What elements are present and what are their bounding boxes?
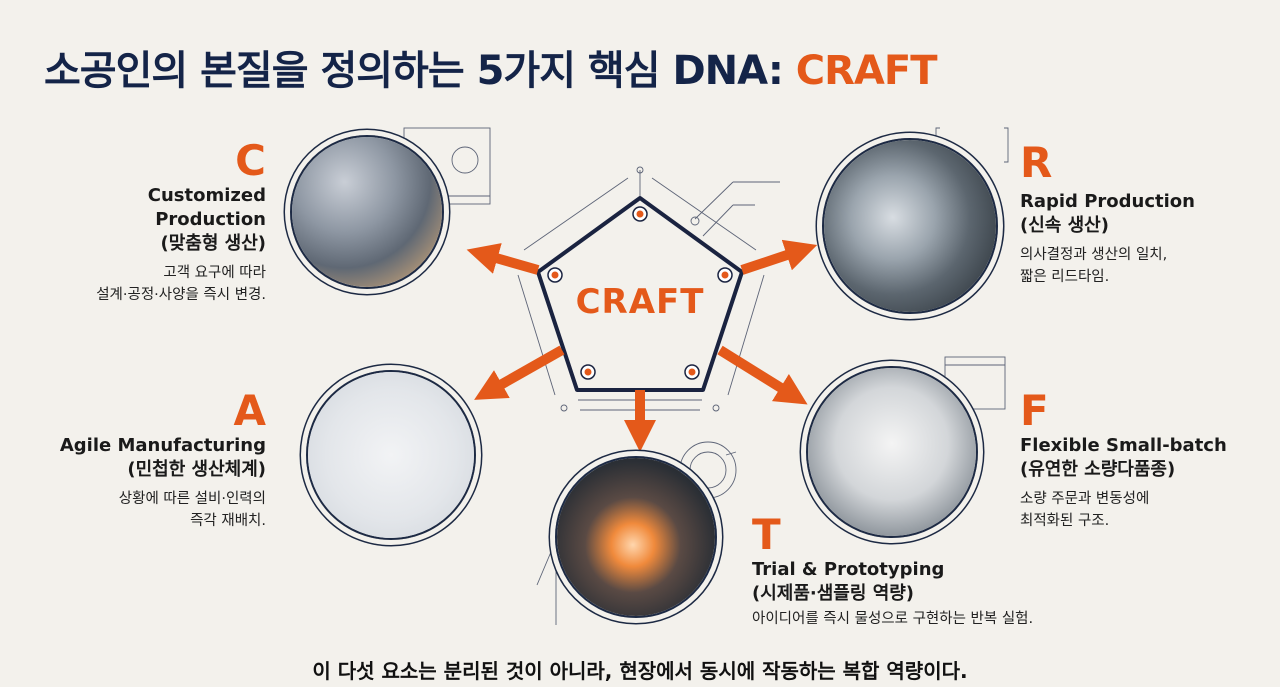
image-r-lathe [822, 138, 998, 314]
pillar-title-ko: (유연한 소량다품종) [1020, 459, 1176, 480]
pillar-desc: 고객 요구에 따라 [163, 265, 266, 281]
pillar-desc: 소량 주문과 변동성에 [1020, 491, 1150, 507]
pillar-desc: 상황에 따른 설비·인력의 [118, 491, 266, 507]
image-c-cnc-worker [290, 135, 444, 289]
pillar-r: R Rapid Production (신속 생산) 의사결정과 생산의 일치,… [1020, 140, 1260, 288]
page-title: 소공인의 본질을 정의하는 5가지 핵심 DNA: CRAFT [44, 38, 937, 96]
pillar-title-en: Rapid Production [1020, 191, 1195, 212]
pillar-title-en: Production [155, 209, 266, 230]
pillar-desc: 최적화된 구조. [1020, 513, 1110, 529]
image-t-3d-printer [555, 456, 717, 618]
pillar-desc: 의사결정과 생산의 일치, [1020, 247, 1168, 263]
pillar-desc: 설계·공정·사양을 즉시 변경. [96, 287, 266, 303]
arrow-to-f [717, 345, 808, 405]
pillar-letter: A [233, 386, 266, 435]
pillar-title-en: Trial & Prototyping [752, 559, 945, 580]
pillar-desc: 짧은 리드타임. [1020, 269, 1110, 285]
pillar-t: T Trial & Prototyping (시제품·샘플링 역량) 아이디어를… [752, 512, 1132, 630]
title-text: 소공인의 본질을 정의하는 5가지 핵심 DNA: [44, 48, 796, 94]
pillar-title-ko: (신속 생산) [1020, 215, 1109, 236]
arrow-to-c [466, 243, 540, 275]
pillar-f: F Flexible Small-batch (유연한 소량다품종) 소량 주문… [1020, 388, 1270, 532]
arrow-to-r [740, 239, 818, 275]
pillar-letter: C [235, 136, 266, 185]
footer-summary: 이 다섯 요소는 분리된 것이 아니라, 현장에서 동시에 작동하는 복합 역량… [312, 659, 968, 683]
pillar-a: A Agile Manufacturing (민첩한 생산체계) 상황에 따른 … [40, 388, 266, 532]
arrow-to-a [474, 345, 565, 400]
arrows [466, 239, 818, 453]
pillar-title-en: Customized [147, 185, 266, 206]
pentagon-node-dots [547, 206, 733, 380]
pillar-letter: R [1020, 138, 1053, 187]
pillar-desc: 아이디어를 즉시 물성으로 구현하는 반복 실험. [752, 611, 1034, 627]
pillar-c-desc: 고객 요구에 따라 설계·공정·사양을 즉시 변경. [40, 256, 266, 306]
pillar-title-en: Flexible Small-batch [1020, 435, 1227, 456]
pillar-title-ko: (시제품·샘플링 역량) [752, 583, 915, 604]
pillar-c: C Customized Production (맞춤형 생산) [100, 138, 266, 256]
pillar-letter: F [1020, 386, 1049, 435]
pillar-title-ko: (맞춤형 생산) [160, 233, 266, 254]
title-accent: CRAFT [795, 48, 938, 94]
image-a-robot-conveyor [306, 370, 476, 540]
pillar-letter: T [752, 510, 781, 559]
pillar-title-en: Agile Manufacturing [59, 435, 266, 456]
center-label: CRAFT [575, 282, 705, 322]
image-f-machined-parts [806, 366, 978, 538]
pillar-title-ko: (민첩한 생산체계) [127, 459, 266, 480]
pillar-desc: 즉각 재배치. [190, 513, 266, 529]
